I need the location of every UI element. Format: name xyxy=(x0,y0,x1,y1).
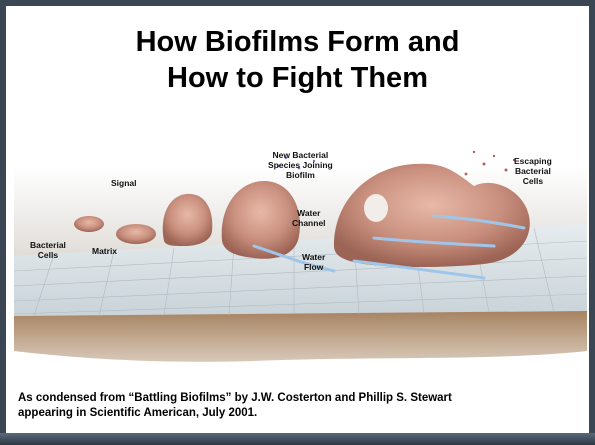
title-line-1: How Biofilms Form and xyxy=(6,24,589,60)
label-new-species-line3: Biofilm xyxy=(268,170,333,180)
label-matrix-text: Matrix xyxy=(92,246,117,256)
title-line-2: How to Fight Them xyxy=(6,60,589,96)
label-new-species-line1: New Bacterial xyxy=(268,150,333,160)
label-signal-text: Signal xyxy=(111,178,137,188)
label-matrix: Matrix xyxy=(92,246,117,256)
label-bacterial-cells-line1: Bacterial xyxy=(30,240,66,250)
label-water-flow: Water Flow xyxy=(302,252,325,272)
label-water-channel: Water Channel xyxy=(292,208,326,228)
label-bacterial-cells: Bacterial Cells xyxy=(30,240,66,260)
label-escaping-line3: Cells xyxy=(514,176,552,186)
caption-line-1: As condensed from “Battling Biofilms” by… xyxy=(18,391,583,406)
label-water-channel-line1: Water xyxy=(292,208,326,218)
label-new-species-line2: Species Joining xyxy=(268,160,333,170)
bottom-frame-bar xyxy=(0,433,595,445)
label-water-channel-line2: Channel xyxy=(292,218,326,228)
label-new-species: New Bacterial Species Joining Biofilm xyxy=(268,150,333,180)
label-bacterial-cells-line2: Cells xyxy=(30,250,66,260)
label-signal: Signal xyxy=(111,178,137,188)
stage-bacterial-cells xyxy=(74,216,104,232)
slide: How Biofilms Form and How to Fight Them xyxy=(6,6,589,433)
slide-title: How Biofilms Form and How to Fight Them xyxy=(6,24,589,96)
stage-matrix xyxy=(116,224,156,244)
water-channel-opening xyxy=(364,194,388,222)
label-escaping-line1: Escaping xyxy=(514,156,552,166)
label-water-flow-line1: Water xyxy=(302,252,325,262)
caption-line-2: appearing in Scientific American, July 2… xyxy=(18,406,583,421)
label-escaping: Escaping Bacterial Cells xyxy=(514,156,552,186)
label-water-flow-line2: Flow xyxy=(302,262,325,272)
citation-caption: As condensed from “Battling Biofilms” by… xyxy=(18,391,583,421)
label-escaping-line2: Bacterial xyxy=(514,166,552,176)
